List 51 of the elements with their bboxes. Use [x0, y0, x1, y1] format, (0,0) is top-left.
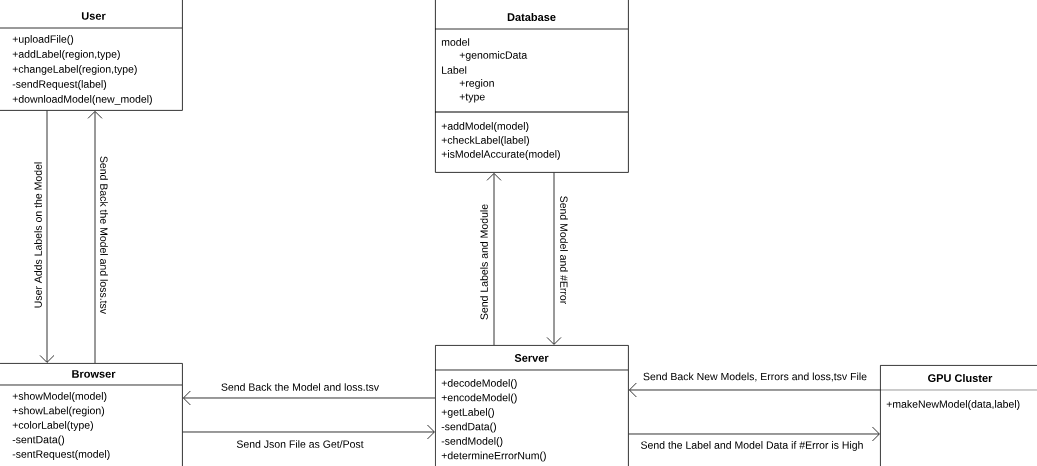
- arrow: [183, 390, 436, 406]
- edge-label: Send Json File as Get/Post: [236, 440, 364, 448]
- member-text: +getLabel(): [441, 408, 494, 418]
- class-box: [434, 0, 629, 173]
- edge-label: Send Back the Model and loss.tsv: [221, 383, 380, 391]
- arrow: [628, 382, 881, 398]
- member-text: +addLabel(region,type): [12, 50, 120, 60]
- edge-label: Send Back the Model and loss.tsv: [100, 156, 108, 314]
- member-text: +encodeModel(): [441, 393, 517, 404]
- edge-label: Send Labels and Module: [480, 204, 488, 320]
- member-text: -sendData(): [441, 422, 496, 433]
- member-text: +colorLabel(type): [12, 421, 93, 431]
- member-text: +checkLabel(label): [441, 136, 529, 146]
- member-text: +uploadFile(): [12, 35, 74, 45]
- member-text: -sentRequest(model): [12, 450, 110, 460]
- member-text: -sentData(): [12, 435, 65, 446]
- member-text: +determineErrorNum(): [441, 451, 546, 462]
- member-text: +makeNewModel(data,label): [886, 400, 1020, 410]
- class-box: [0, 363, 183, 466]
- member-text: +addModel(model): [441, 122, 529, 132]
- member-text: +showModel(model): [12, 392, 107, 402]
- member-text: Label: [442, 66, 467, 74]
- member-text: +region: [459, 79, 494, 89]
- edge-label: Send Back New Models, Errors and loss,tsv File: [643, 372, 867, 382]
- arrow: [39, 110, 55, 363]
- member-text: +isModelAccurate(model): [441, 150, 560, 160]
- arrow: [87, 110, 103, 364]
- member-text: +decodeModel(): [441, 379, 517, 389]
- class-box: [879, 365, 1037, 466]
- member-text: +genomicData: [459, 51, 528, 61]
- class-name: Database: [507, 12, 556, 22]
- class-box: [434, 345, 629, 466]
- class-name: Server: [514, 354, 549, 362]
- arrow: [182, 424, 435, 440]
- member-text: -sendRequest(label): [12, 80, 107, 90]
- edge-label: Send the Label and Model Data if #Error is High: [641, 441, 863, 451]
- arrow: [546, 172, 562, 345]
- class-name: GPU Cluster: [928, 373, 993, 383]
- member-text: +downloadModel(new_model): [12, 95, 152, 105]
- edge-label: User Adds Labels on the Model: [34, 162, 42, 308]
- member-text: +type: [459, 93, 485, 103]
- class-name: User: [81, 12, 106, 20]
- edge-label: Send Model and #Error: [560, 196, 568, 305]
- member-text: +changeLabel(region,type): [12, 65, 137, 75]
- member-text: -sendModel(): [441, 437, 503, 447]
- class-box: [0, 0, 183, 111]
- class-name: Browser: [72, 370, 116, 378]
- arrow: [628, 426, 880, 442]
- arrow: [486, 172, 502, 346]
- member-text: +showLabel(region): [12, 406, 105, 417]
- member-text: model: [441, 38, 470, 46]
